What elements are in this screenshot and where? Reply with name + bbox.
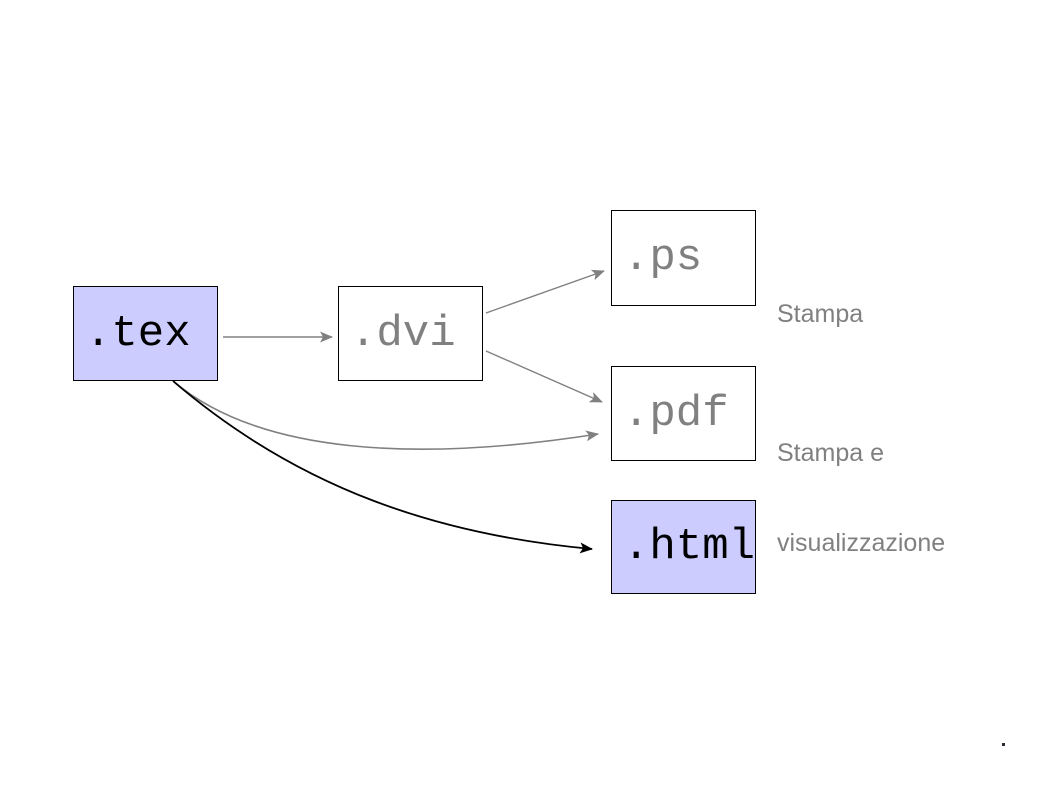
node-pdf[interactable]: .pdf (611, 366, 756, 461)
edge-dvi-to-ps (485, 269, 605, 314)
node-pdf-label: .pdf (623, 388, 729, 439)
caption-pdf: Stampa e visualizzazione (777, 378, 945, 618)
node-tex-label: .tex (85, 308, 191, 359)
corner-mark-dot (1002, 743, 1005, 746)
node-ps[interactable]: .ps (611, 210, 756, 306)
edge-tex-to-pdf (172, 380, 599, 450)
caption-pdf-line-2: visualizzazione (777, 529, 946, 557)
node-dvi-label: .dvi (350, 308, 456, 359)
caption-ps-line-1: Stampa (777, 300, 864, 328)
node-dvi[interactable]: .dvi (338, 286, 483, 381)
edge-dvi-to-pdf (485, 350, 603, 403)
node-html-label: .html (623, 522, 756, 572)
caption-ps: Stampa (777, 239, 863, 389)
caption-pdf-line-1: Stampa e (777, 439, 885, 467)
node-tex[interactable]: .tex (73, 286, 218, 381)
node-html[interactable]: .html (611, 500, 756, 594)
edge-tex-to-html (172, 380, 593, 554)
node-ps-label: .ps (623, 233, 703, 283)
